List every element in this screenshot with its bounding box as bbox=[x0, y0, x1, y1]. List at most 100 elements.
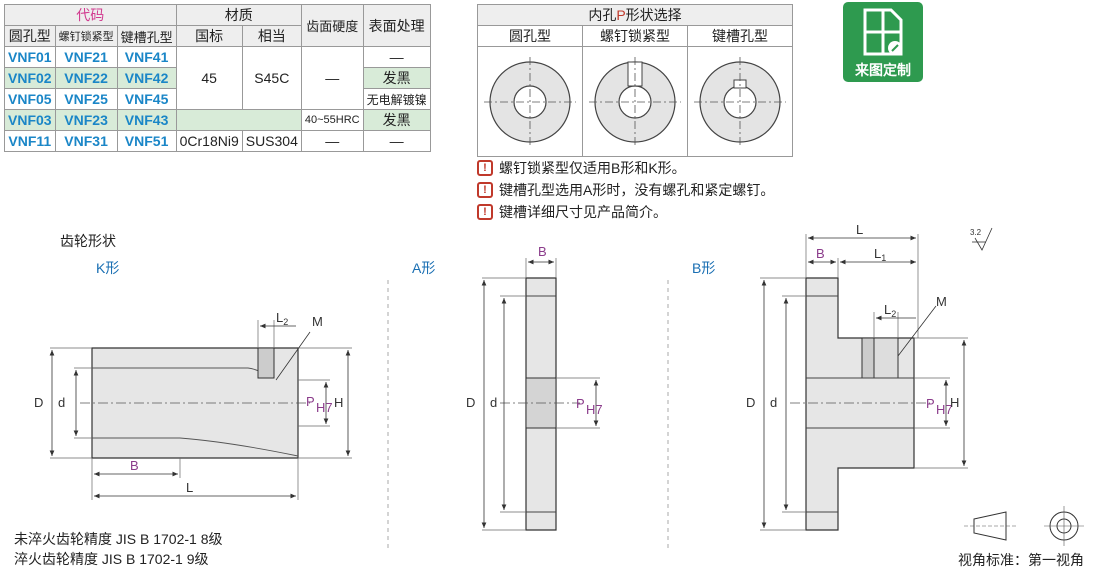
accuracy-note: 未淬火齿轮精度 JIS B 1702-1 8级 bbox=[14, 531, 223, 547]
code-cell: VNF23 bbox=[54, 109, 118, 131]
svg-text:P: P bbox=[926, 396, 935, 411]
svg-text:d: d bbox=[58, 395, 65, 410]
svg-text:B: B bbox=[130, 458, 139, 473]
round-col-header: 圆孔型 bbox=[4, 25, 56, 47]
note-text: 键槽详细尺寸见产品简介。 bbox=[499, 204, 667, 220]
svg-text:M: M bbox=[936, 294, 947, 309]
code-group-header: 代码 bbox=[4, 4, 177, 26]
gb-cell: 0Cr18Ni9 bbox=[175, 130, 243, 152]
code-cell: VNF22 bbox=[54, 67, 118, 89]
svg-text:D: D bbox=[746, 395, 755, 410]
spec-table: 代码 材质 齿面硬度 表面处理 圆孔型 螺钉锁紧型 键槽孔型 国标 相当 VNF… bbox=[4, 4, 431, 152]
svg-text:P: P bbox=[306, 394, 315, 409]
screw-col-header: 螺钉锁紧型 bbox=[54, 25, 118, 47]
code-cell: VNF31 bbox=[54, 130, 118, 152]
svg-text:D: D bbox=[466, 395, 475, 410]
hole-title-p: P bbox=[616, 7, 626, 23]
svg-text:H7: H7 bbox=[586, 402, 603, 417]
code-cell: VNF42 bbox=[116, 67, 177, 89]
code-cell: VNF51 bbox=[116, 130, 177, 152]
gear-shape-title: 齿轮形状 bbox=[60, 233, 116, 249]
surface-header: 表面处理 bbox=[362, 4, 431, 47]
code-cell: VNF25 bbox=[54, 88, 118, 110]
gb-col-header: 国标 bbox=[175, 25, 243, 47]
roughness-icon bbox=[972, 227, 993, 251]
code-cell: VNF21 bbox=[54, 46, 118, 68]
note-row: ! 键槽孔型选用A形时，没有螺孔和紧定螺钉。 bbox=[477, 180, 774, 200]
note-text: 螺钉锁紧型仅适用B形和K形。 bbox=[499, 160, 686, 176]
material-group-header: 材质 bbox=[175, 4, 302, 26]
table-row: VNF01 VNF21 VNF41 45 S45C — — bbox=[4, 46, 431, 110]
note-row: ! 螺钉锁紧型仅适用B形和K形。 bbox=[477, 158, 686, 178]
svg-text:D: D bbox=[34, 395, 43, 410]
surface-cell: 发黑 bbox=[362, 67, 431, 89]
code-cell: VNF05 bbox=[4, 88, 56, 110]
projection-note: 视角标准：第一视角 bbox=[958, 552, 1084, 568]
accuracy-note: 淬火齿轮精度 JIS B 1702-1 9级 bbox=[14, 551, 209, 567]
hole-title-pre: 内孔 bbox=[588, 7, 617, 23]
svg-text:B: B bbox=[816, 246, 825, 261]
key-col-header: 键槽孔型 bbox=[116, 25, 177, 47]
round-hole-diagram bbox=[484, 57, 576, 147]
svg-text:H: H bbox=[334, 395, 343, 410]
svg-text:L2: L2 bbox=[884, 302, 896, 319]
svg-text:H: H bbox=[950, 395, 959, 410]
round-hole-label: 圆孔型 bbox=[478, 26, 583, 47]
document-edit-icon bbox=[863, 8, 903, 56]
note-row: ! 键槽详细尺寸见产品简介。 bbox=[477, 202, 667, 222]
code-cell: VNF01 bbox=[4, 46, 56, 68]
svg-text:d: d bbox=[490, 395, 497, 410]
svg-text:L1: L1 bbox=[874, 246, 886, 263]
equiv-col-header: 相当 bbox=[241, 25, 302, 47]
first-angle-projection-icon bbox=[964, 506, 1084, 546]
hole-select-title: 内孔P形状选择 bbox=[478, 5, 792, 26]
warning-icon: ! bbox=[477, 160, 493, 176]
table-row: VNF11 VNF31 VNF51 0Cr18Ni9 SUS304 — — bbox=[4, 130, 431, 152]
badge-label: 来图定制 bbox=[855, 62, 911, 78]
hardness-cell: — bbox=[300, 130, 364, 152]
equiv-cell: S45C bbox=[241, 46, 302, 110]
custom-drawing-badge[interactable]: 来图定制 bbox=[843, 2, 923, 82]
surface-cell: 无电解镀镍 bbox=[362, 88, 431, 110]
surface-cell: 发黑 bbox=[362, 109, 431, 131]
empty-cell bbox=[175, 109, 302, 131]
svg-text:B: B bbox=[538, 244, 547, 259]
code-cell: VNF11 bbox=[4, 130, 56, 152]
hardness-cell: 40~55HRC bbox=[300, 109, 364, 131]
screw-hole-label: 螺钉锁紧型 bbox=[583, 26, 688, 47]
b-shape-label: B形 bbox=[692, 260, 716, 276]
note-text: 键槽孔型选用A形时，没有螺孔和紧定螺钉。 bbox=[499, 182, 775, 198]
key-hole-diagram bbox=[694, 57, 786, 147]
surface-cell: — bbox=[362, 130, 431, 152]
code-cell: VNF43 bbox=[116, 109, 177, 131]
code-cell: VNF41 bbox=[116, 46, 177, 68]
k-shape-label: K形 bbox=[96, 260, 120, 276]
table-row: VNF03 VNF23 VNF43 40~55HRC 发黑 bbox=[4, 109, 431, 131]
equiv-cell: SUS304 bbox=[241, 130, 302, 152]
warning-icon: ! bbox=[477, 182, 493, 198]
code-cell: VNF45 bbox=[116, 88, 177, 110]
warning-icon: ! bbox=[477, 204, 493, 220]
svg-text:d: d bbox=[770, 395, 777, 410]
svg-text:H7: H7 bbox=[936, 402, 953, 417]
code-cell: VNF02 bbox=[4, 67, 56, 89]
svg-text:L: L bbox=[186, 480, 193, 495]
roughness-value: 3.2 bbox=[970, 228, 982, 237]
key-hole-label: 键槽孔型 bbox=[688, 26, 792, 47]
svg-text:M: M bbox=[312, 314, 323, 329]
code-cell: VNF03 bbox=[4, 109, 56, 131]
surface-cell: — bbox=[362, 46, 431, 68]
gb-cell: 45 bbox=[175, 46, 243, 110]
hole-shape-selector: 内孔P形状选择 圆孔型 螺钉锁紧型 键槽孔型 bbox=[477, 4, 793, 157]
svg-text:P: P bbox=[576, 396, 585, 411]
screw-hole-diagram bbox=[589, 57, 681, 147]
svg-text:L: L bbox=[856, 222, 863, 237]
hardness-header: 齿面硬度 bbox=[300, 4, 364, 47]
hole-title-post: 形状选择 bbox=[625, 7, 682, 23]
a-shape-label: A形 bbox=[412, 260, 436, 276]
svg-text:L2: L2 bbox=[276, 310, 288, 327]
